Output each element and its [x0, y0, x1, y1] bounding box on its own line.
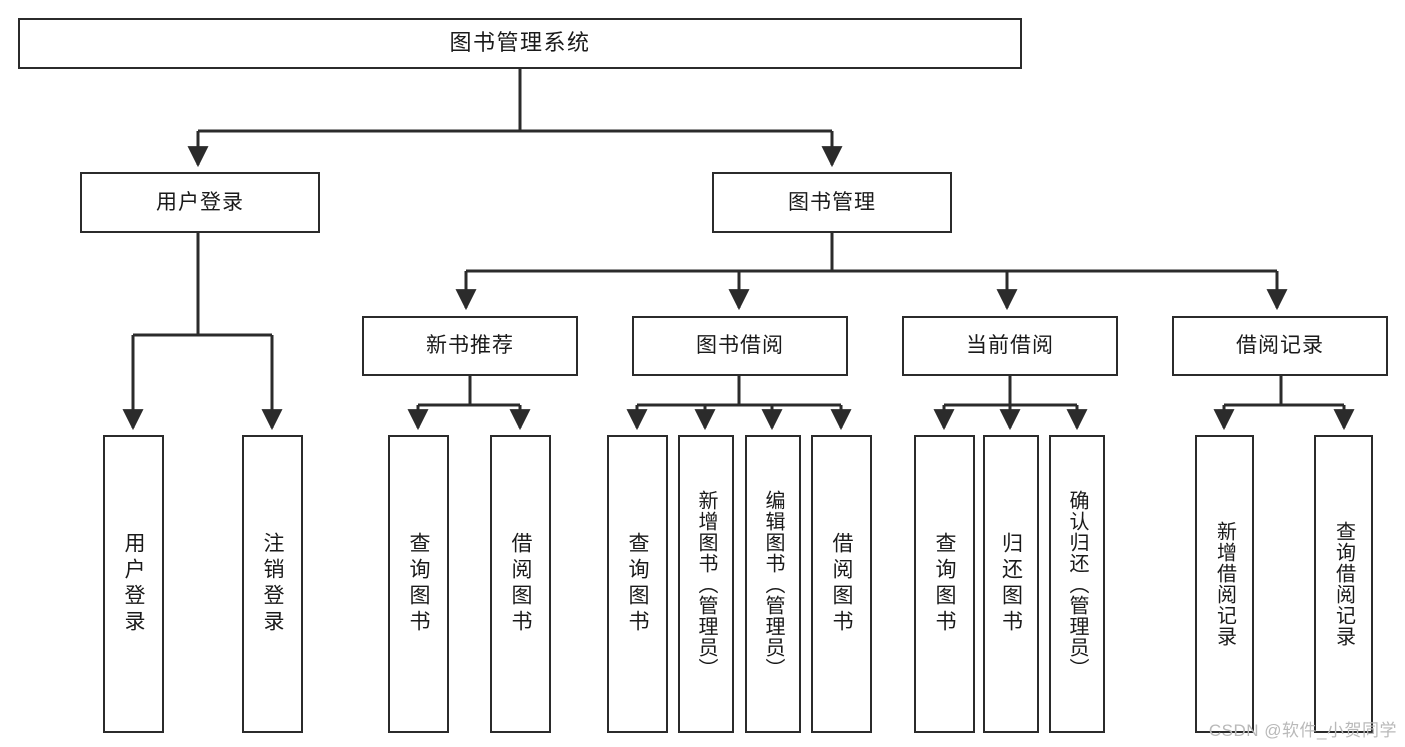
leaf-query-book-recommend-label: 查询图书 [407, 532, 430, 636]
leaf-add-borrow-record[interactable]: 新增借阅记录 [1195, 435, 1254, 733]
leaf-confirm-return-admin-label: 确认归还（管理员） [1066, 489, 1088, 679]
leaf-edit-book-admin[interactable]: 编辑图书（管理员） [745, 435, 801, 733]
node-book-borrow[interactable]: 图书借阅 [632, 316, 848, 376]
leaf-borrow-book-recommend[interactable]: 借阅图书 [490, 435, 551, 733]
node-root-label: 图书管理系统 [449, 30, 591, 56]
leaf-query-book-current[interactable]: 查询图书 [914, 435, 975, 733]
leaf-borrow-book-recommend-label: 借阅图书 [509, 532, 532, 636]
leaf-query-borrow-record-label: 查询借阅记录 [1332, 521, 1355, 647]
watermark: CSDN @软件_小贺同学 [1208, 721, 1397, 740]
leaf-return-book-label: 归还图书 [999, 532, 1023, 636]
leaf-logout[interactable]: 注销登录 [242, 435, 303, 733]
leaf-logout-label: 注销登录 [261, 532, 284, 636]
leaf-query-book-borrow[interactable]: 查询图书 [607, 435, 668, 733]
leaf-query-book-current-label: 查询图书 [933, 532, 956, 636]
leaf-user-login-label: 用户登录 [122, 532, 145, 636]
node-user-login-label: 用户登录 [156, 190, 244, 214]
leaf-add-book-admin-label: 新增图书（管理员） [695, 489, 717, 679]
node-book-management-label: 图书管理 [788, 190, 876, 214]
node-current-borrow-label: 当前借阅 [966, 334, 1054, 358]
node-user-login[interactable]: 用户登录 [80, 172, 320, 233]
leaf-borrow-book[interactable]: 借阅图书 [811, 435, 872, 733]
leaf-add-borrow-record-label: 新增借阅记录 [1213, 521, 1236, 647]
leaf-query-book-recommend[interactable]: 查询图书 [388, 435, 449, 733]
node-new-book-recommend-label: 新书推荐 [426, 334, 514, 358]
leaf-return-book[interactable]: 归还图书 [983, 435, 1039, 733]
node-borrow-records-label: 借阅记录 [1236, 334, 1324, 358]
leaf-query-book-borrow-label: 查询图书 [626, 532, 649, 636]
node-root[interactable]: 图书管理系统 [18, 18, 1022, 69]
leaf-query-borrow-record[interactable]: 查询借阅记录 [1314, 435, 1373, 733]
node-borrow-records[interactable]: 借阅记录 [1172, 316, 1388, 376]
node-current-borrow[interactable]: 当前借阅 [902, 316, 1118, 376]
leaf-edit-book-admin-label: 编辑图书（管理员） [762, 489, 784, 679]
node-new-book-recommend[interactable]: 新书推荐 [362, 316, 578, 376]
leaf-borrow-book-label: 借阅图书 [830, 532, 853, 636]
leaf-confirm-return-admin[interactable]: 确认归还（管理员） [1049, 435, 1105, 733]
leaf-add-book-admin[interactable]: 新增图书（管理员） [678, 435, 734, 733]
leaf-user-login[interactable]: 用户登录 [103, 435, 164, 733]
node-book-borrow-label: 图书借阅 [696, 334, 784, 358]
node-book-management[interactable]: 图书管理 [712, 172, 952, 233]
